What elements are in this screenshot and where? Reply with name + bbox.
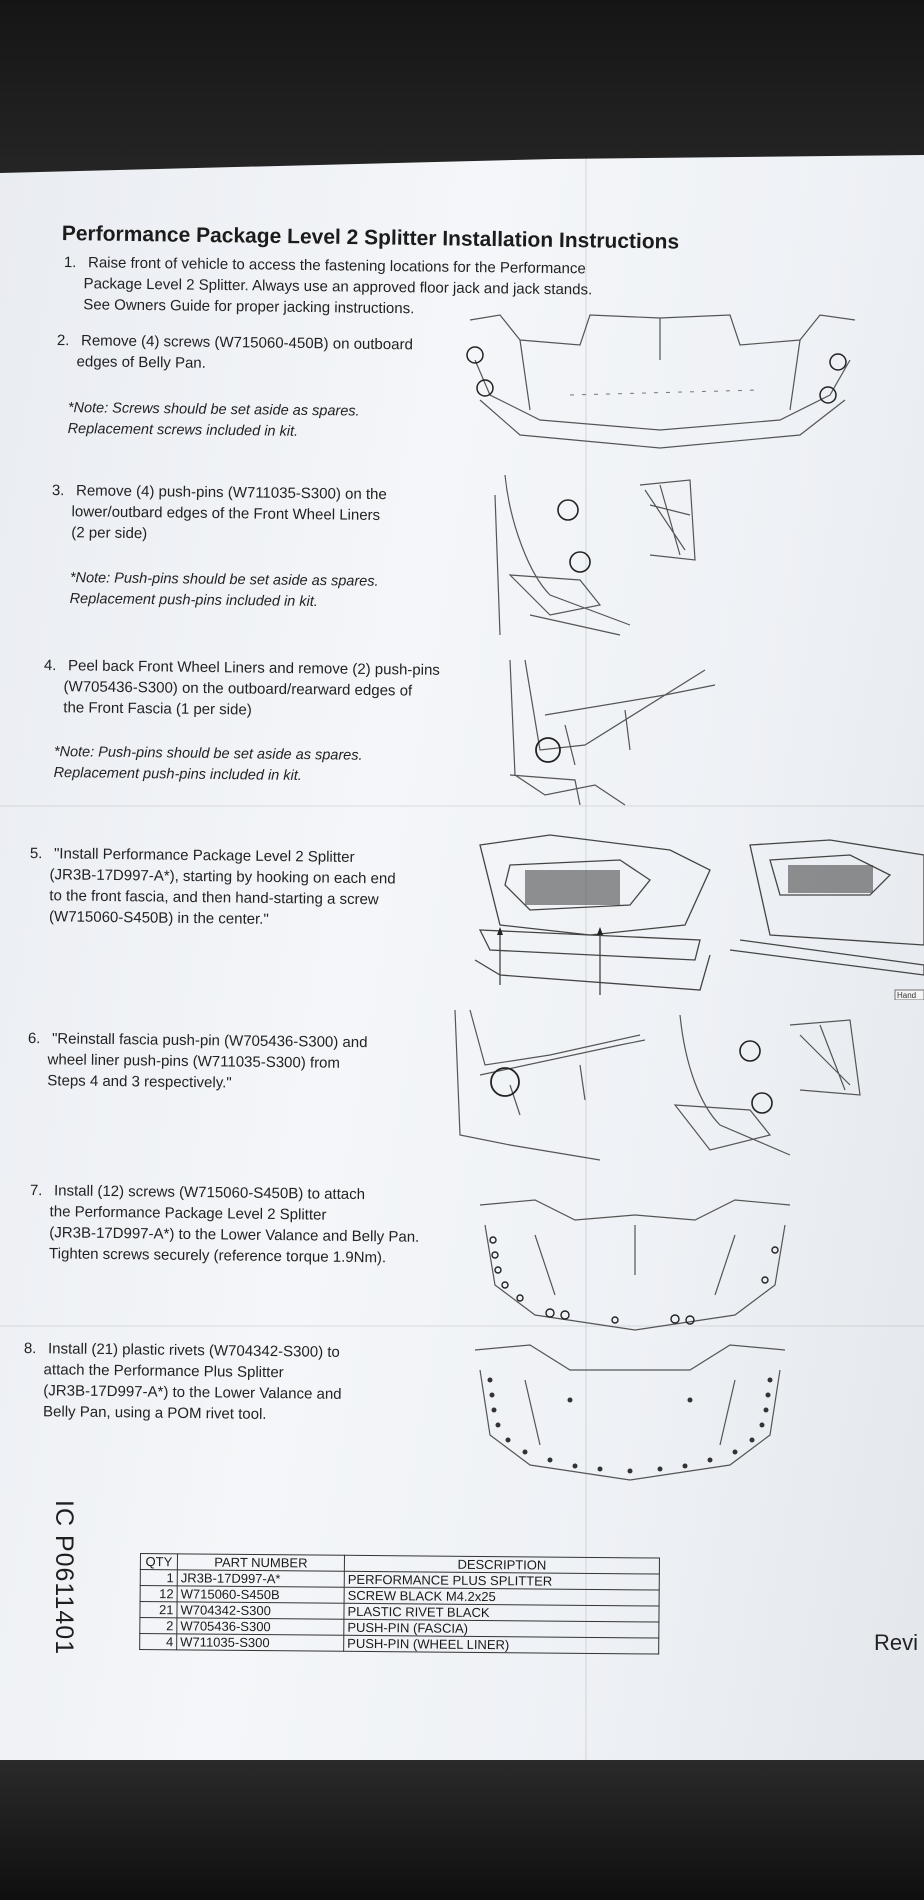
step-line: "Reinstall fascia push-pin (W705436-S300… [51,1030,368,1052]
paper-fold-vertical [585,155,587,1785]
step-8: 8. Install (21) plastic rivets (W704342-… [23,1338,342,1426]
step-line: edges of Belly Pan. [76,353,206,372]
step-line: Remove (4) screws (W715060-450B) on outb… [80,332,413,354]
diagram-belly-pan-screws [460,300,860,460]
step-number: 8. [23,1339,37,1358]
step-line: Peel back Front Wheel Liners and remove … [67,657,440,679]
diagram-splitter-install: Hand [470,825,924,1000]
front-fascia-illustration: Hand [474,834,924,1000]
cell-part-number: JR3B-17D997-A* [177,1569,345,1588]
step-number: 7. [29,1181,43,1200]
step-number: 1. [63,253,77,272]
diagram-fascia-pins [505,655,725,810]
header-part-number: PART NUMBER [177,1553,345,1572]
cell-qty: 4 [139,1633,177,1650]
step-number: 6. [27,1029,41,1048]
cell-qty: 1 [140,1569,178,1586]
cell-qty: 21 [139,1601,178,1618]
step-line: Belly Pan, using a POM rivet tool. [42,1403,267,1423]
step-4: 4. Peel back Front Wheel Liners and remo… [43,655,440,723]
cell-qty: 12 [140,1585,178,1602]
diagram-reinstall-pins [450,1005,870,1175]
reinstall-illustration [454,1009,861,1161]
note-line: Replacement push-pins included in kit. [69,590,318,611]
step-line: Install (21) plastic rivets (W704342-S30… [47,1340,340,1361]
parts-table: QTY PART NUMBER DESCRIPTION 1 JR3B-17D99… [139,1553,660,1655]
cell-part-number: W705436-S300 [176,1617,344,1636]
instruction-sheet [0,155,924,1790]
step-5: 5. "Install Performance Package Level 2 … [29,843,396,931]
note-fascia-pins: *Note: Push-pins should be set aside as … [53,742,363,788]
revision-label: Revi [874,1630,919,1655]
step-3: 3. Remove (4) push-pins (W711035-S300) o… [51,480,387,547]
screw-markers [489,1236,779,1325]
diagram-splitter-screws [475,1195,795,1340]
step-line: Steps 4 and 3 respectively." [47,1072,232,1092]
diagram-wheel-liner-pins [490,465,700,645]
cell-part-number: W711035-S300 [176,1633,344,1652]
document-code-text: IC P0611401 [50,1500,78,1656]
paper-fold-horizontal [0,805,924,807]
diagram-label: Hand [897,991,916,1000]
diagram-splitter-rivets [470,1340,790,1490]
note-line: Replacement screws included in kit. [67,420,299,440]
cell-part-number: W715060-S450B [177,1585,345,1604]
splitter-rivets-illustration [474,1344,786,1481]
note-screws: *Note: Screws should be set aside as spa… [67,398,360,444]
step-6: 6. "Reinstall fascia push-pin (W705436-S… [27,1028,368,1095]
fascia-illustration [509,659,716,806]
splitter-screws-illustration [479,1199,791,1331]
step-number: 2. [56,331,70,350]
paper-fold-horizontal [0,1325,924,1327]
note-line: Replacement push-pins included in kit. [53,764,302,785]
side-document-code: IC P0611401 [50,1500,80,1690]
rivet-markers [487,1377,773,1474]
step-2: 2. Remove (4) screws (W715060-450B) on o… [56,330,413,376]
cell-qty: 2 [139,1617,177,1634]
cell-part-number: W704342-S300 [176,1601,345,1620]
step-7: 7. Install (12) screws (W715060-S450B) t… [29,1180,420,1269]
step-line: (2 per side) [71,524,148,543]
step-line: Install (12) screws (W715060-S450B) to a… [53,1182,366,1204]
background-bottom [0,1760,924,1900]
step-number: 4. [43,656,57,675]
step-number: 3. [51,481,65,500]
note-wheel-liner-pins: *Note: Push-pins should be set aside as … [69,568,379,614]
belly-pan-illustration [466,314,856,449]
step-line: (W715060-S450B) in the center." [48,908,269,928]
header-qty: QTY [140,1553,178,1570]
step-number: 5. [29,844,43,863]
wheel-liner-illustration [494,474,696,636]
cell-description: PUSH-PIN (WHEEL LINER) [343,1635,659,1655]
step-line: Tighten screws securely (reference torqu… [48,1245,387,1267]
step-line: Remove (4) push-pins (W711035-S300) on t… [75,482,387,504]
background-top [0,0,924,175]
step-line: "Install Performance Package Level 2 Spl… [53,845,355,866]
